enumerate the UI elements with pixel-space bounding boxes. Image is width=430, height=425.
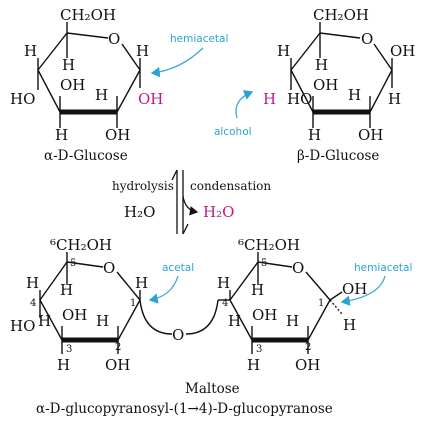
h-c1: H	[388, 90, 401, 108]
water-left: H₂O	[124, 203, 155, 221]
ho-c4: HO	[10, 317, 35, 335]
h-c4: H	[24, 42, 37, 60]
ring-oxygen: O	[292, 259, 304, 277]
acetal-arrow	[148, 275, 179, 304]
hydrolysis-label: hydrolysis	[112, 179, 174, 193]
h-c1: H	[343, 316, 356, 334]
oh-c2: OH	[295, 356, 320, 374]
carbon-number-5: 5	[261, 258, 267, 269]
ch2oh-label: CH₂OH	[60, 6, 116, 24]
alcohol-arrow	[235, 90, 254, 119]
oh-c2: OH	[358, 126, 383, 144]
carbon-number-5: 5	[70, 258, 76, 269]
h-c2-top: H	[286, 312, 299, 330]
h-highlight: H	[263, 90, 276, 108]
alcohol-annotation: alcohol	[214, 126, 252, 138]
h-c3-top: H	[228, 312, 241, 330]
h-c4: H	[277, 42, 290, 60]
hemiacetal-annotation: hemiacetal	[170, 33, 228, 45]
ch2oh-label: ⁶CH₂OH	[238, 236, 300, 254]
oh-c2: OH	[105, 126, 130, 144]
ho-c4: HO	[10, 90, 35, 108]
h-c4: H	[217, 274, 230, 292]
alpha-glucose-caption: α-D-Glucose	[44, 148, 128, 164]
ring-oxygen: O	[108, 30, 120, 48]
maltose-systematic-name: α-D-glucopyranosyl-(1→4)-D-glucopyranose	[36, 401, 333, 417]
hemiacetal-arrow	[340, 275, 386, 306]
h-c3: H	[348, 86, 361, 104]
h-c2: H	[308, 126, 321, 144]
ch2oh-label: CH₂OH	[313, 6, 369, 24]
oh-c2: OH	[105, 356, 130, 374]
h-c3: H	[57, 356, 70, 374]
h-c1: H	[135, 274, 148, 292]
h-c3-top: H	[38, 312, 51, 330]
oh-c3: OH	[252, 306, 277, 324]
h-c4: H	[26, 274, 39, 292]
carbon-number-2: 2	[305, 342, 311, 353]
h-c2: H	[55, 126, 68, 144]
carbon-number-3: 3	[66, 344, 72, 355]
h-c2-top: H	[96, 312, 109, 330]
maltose-right-ring: ⁶CH₂OH O 5 H 4 H OH H H 3 2 H OH 1 OH H …	[217, 236, 412, 374]
hemiacetal-arrow	[150, 47, 204, 78]
condensation-label: condensation	[190, 179, 271, 193]
h-c5: H	[60, 281, 73, 299]
carbon-number-1: 1	[130, 298, 136, 309]
carbon-number-2: 2	[115, 342, 121, 353]
h-c3: H	[95, 86, 108, 104]
h-c5: H	[62, 56, 75, 74]
acetal-annotation: acetal	[162, 262, 194, 274]
ho-c4: HO	[287, 90, 312, 108]
h-c5: H	[251, 281, 264, 299]
carbon-number-1: 1	[318, 298, 324, 309]
ring-oxygen: O	[361, 30, 373, 48]
hemiacetal-annotation: hemiacetal	[354, 262, 412, 274]
h-c3: H	[247, 356, 260, 374]
water-right: H₂O	[203, 203, 234, 221]
beta-glucose: CH₂OH O H HO H OH H H OH OH H H alcohol …	[214, 6, 415, 164]
bridge-oxygen: O	[172, 326, 184, 344]
oh-c1-highlight: OH	[138, 90, 163, 108]
oh-c3: OH	[62, 306, 87, 324]
glycosidic-bond: O acetal	[139, 262, 230, 344]
h-c1: H	[136, 42, 149, 60]
reaction-arrows: hydrolysis condensation H₂O H₂O	[112, 169, 271, 235]
beta-glucose-caption: β-D-Glucose	[297, 148, 379, 164]
maltose-left-ring: ⁶CH₂OH O 5 H 4 H HO OH H H 3 2 H OH 1 H	[10, 236, 148, 374]
ch2oh-label: ⁶CH₂OH	[50, 236, 112, 254]
carbon-number-4: 4	[222, 298, 228, 309]
oh-c1: OH	[342, 280, 367, 298]
oh-c3: OH	[60, 76, 85, 94]
oh-c3: OH	[313, 76, 338, 94]
ring-oxygen: O	[103, 259, 115, 277]
carbon-number-4: 4	[30, 298, 36, 309]
maltose-caption: Maltose	[185, 381, 240, 397]
alpha-glucose: CH₂OH O H HO H OH H H OH H OH hemiacetal…	[10, 6, 228, 164]
h-c5: H	[315, 56, 328, 74]
carbon-number-3: 3	[256, 344, 262, 355]
oh-c1: OH	[390, 42, 415, 60]
